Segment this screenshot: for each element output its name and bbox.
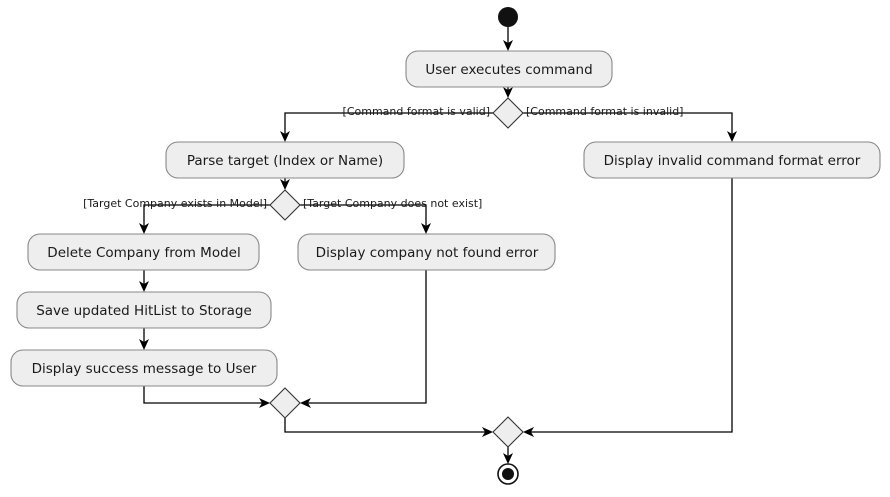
end-node: [497, 463, 519, 485]
merge-outer[interactable]: [492, 416, 524, 448]
edge-layer: [139, 27, 737, 464]
edge-company-missing-to-not-found: [300, 204, 431, 234]
edge-save-to-success: [139, 328, 149, 350]
edge-outer-merge-to-end: [503, 447, 513, 464]
activity-box-display-company-not-found-error[interactable]: [297, 233, 556, 271]
decision-target-company[interactable]: [269, 189, 301, 221]
activity-box-parse-target[interactable]: [165, 141, 405, 179]
activity-node[interactable]: Display success message to User: [10, 349, 278, 387]
edge-success-to-inner-merge: [143, 386, 270, 408]
activity-label-delete-company-from-model: Delete Company from Model: [47, 245, 240, 261]
activity-node[interactable]: Display invalid command format error: [583, 141, 881, 179]
guard-label-command-format-valid: [Command format is valid]: [343, 105, 490, 118]
edge-inner-merge-to-outer-merge: [284, 418, 493, 437]
edge-format-invalid-to-error: [523, 112, 737, 142]
edge-company-exists-to-delete: [139, 204, 270, 234]
guard-label-command-format-invalid: [Command format is invalid]: [526, 105, 683, 118]
decision-command-format[interactable]: [492, 97, 524, 129]
activity-label-parse-target: Parse target (Index or Name): [187, 153, 383, 169]
guard-label-target-company-missing: [Target Company does not exist]: [303, 197, 482, 210]
activity-label-save-updated-hitlist-to-storage: Save updated HitList to Storage: [36, 303, 252, 319]
activity-label-display-success-message-to-user: Display success message to User: [32, 361, 257, 377]
activity-node[interactable]: Save updated HitList to Storage: [16, 291, 272, 329]
activity-box-display-success-message-to-user[interactable]: [10, 349, 278, 387]
edge-start-to-user-command: [503, 27, 513, 51]
start-node: [498, 7, 518, 27]
activity-box-user-executes-command[interactable]: [405, 50, 613, 88]
edge-not-found-to-inner-merge: [300, 270, 427, 408]
activity-box-delete-company-from-model[interactable]: [27, 233, 260, 271]
activity-node[interactable]: User executes command: [405, 50, 613, 88]
activity-node[interactable]: Delete Company from Model: [27, 233, 260, 271]
edge-invalid-error-to-outer-merge: [523, 178, 733, 437]
activity-label-user-executes-command: User executes command: [425, 62, 592, 78]
edge-delete-to-save: [139, 270, 149, 292]
edge-user-command-to-format-decision: [503, 87, 513, 98]
edge-format-valid-to-parse-target: [280, 112, 493, 142]
edge-parse-target-to-company-decision: [280, 178, 290, 190]
activity-label-display-company-not-found-error: Display company not found error: [316, 245, 539, 261]
merge-inner[interactable]: [269, 387, 301, 419]
activity-box-display-invalid-command-format-error[interactable]: [583, 141, 881, 179]
guard-label-target-company-exists: [Target Company exists in Model]: [83, 197, 267, 210]
activity-box-save-updated-hitlist-to-storage[interactable]: [16, 291, 272, 329]
activity-node[interactable]: Display company not found error: [297, 233, 556, 271]
activity-label-display-invalid-command-format-error: Display invalid command format error: [604, 153, 861, 169]
activity-node[interactable]: Parse target (Index or Name): [165, 141, 405, 179]
